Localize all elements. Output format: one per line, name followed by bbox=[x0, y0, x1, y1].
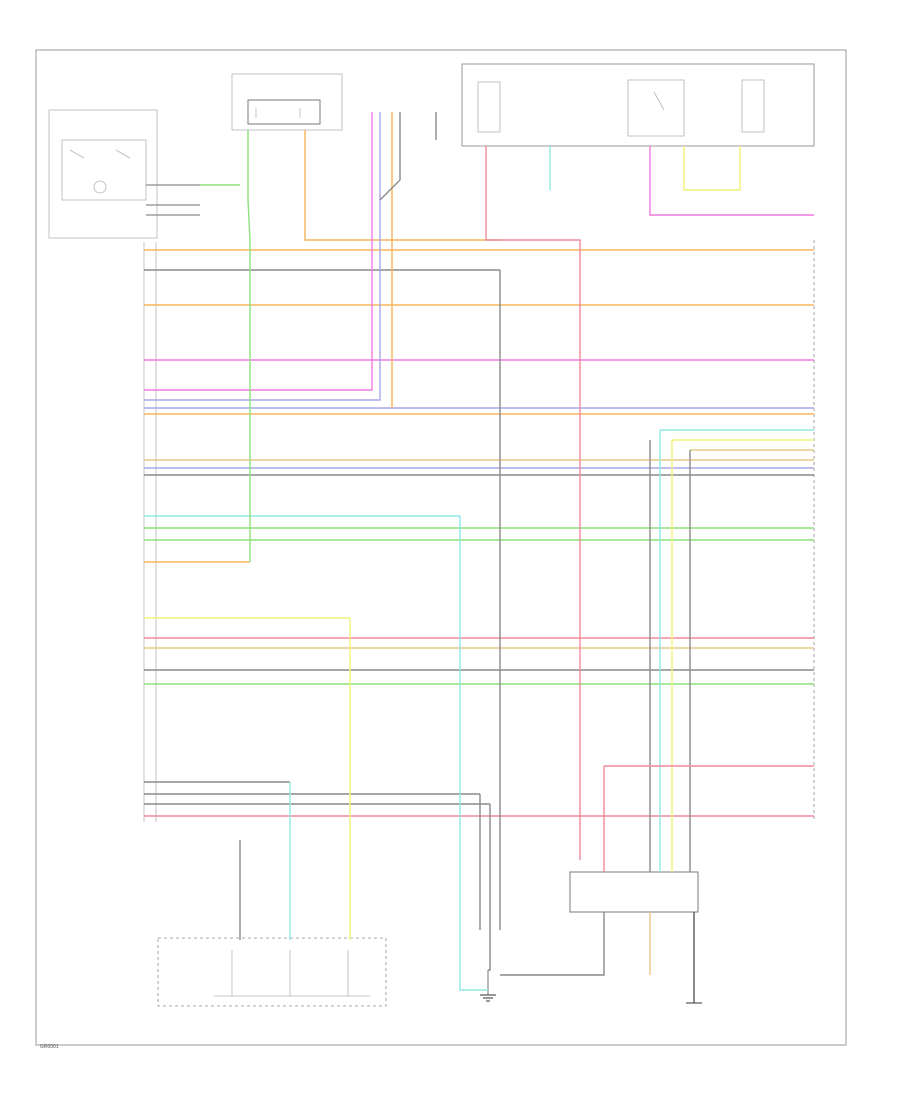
diagram-frame bbox=[35, 49, 847, 1046]
wire-v-1 bbox=[247, 130, 251, 241]
wire-v-3 bbox=[144, 112, 373, 391]
wire-v-29 bbox=[500, 912, 605, 976]
wire-v-4 bbox=[144, 112, 381, 401]
wire-v-18 bbox=[488, 804, 491, 971]
transmission-control-switch bbox=[48, 109, 200, 239]
power-distribution-box bbox=[461, 63, 815, 147]
transmission-range-sensor bbox=[157, 937, 387, 1007]
top-connector-block bbox=[231, 73, 343, 131]
pcm-connector-pins bbox=[143, 242, 157, 822]
wire-v-6 bbox=[379, 112, 401, 201]
lower-module bbox=[569, 871, 702, 1004]
ground-point bbox=[480, 970, 496, 1002]
wire-v-8 bbox=[485, 146, 581, 860]
wires-group bbox=[144, 112, 814, 991]
wire-v-2 bbox=[304, 130, 500, 241]
wire-v-11 bbox=[683, 146, 741, 191]
footer-code: GR0001 bbox=[40, 1044, 59, 1050]
wire-v-14 bbox=[459, 516, 488, 991]
wire-v-10 bbox=[649, 146, 814, 216]
